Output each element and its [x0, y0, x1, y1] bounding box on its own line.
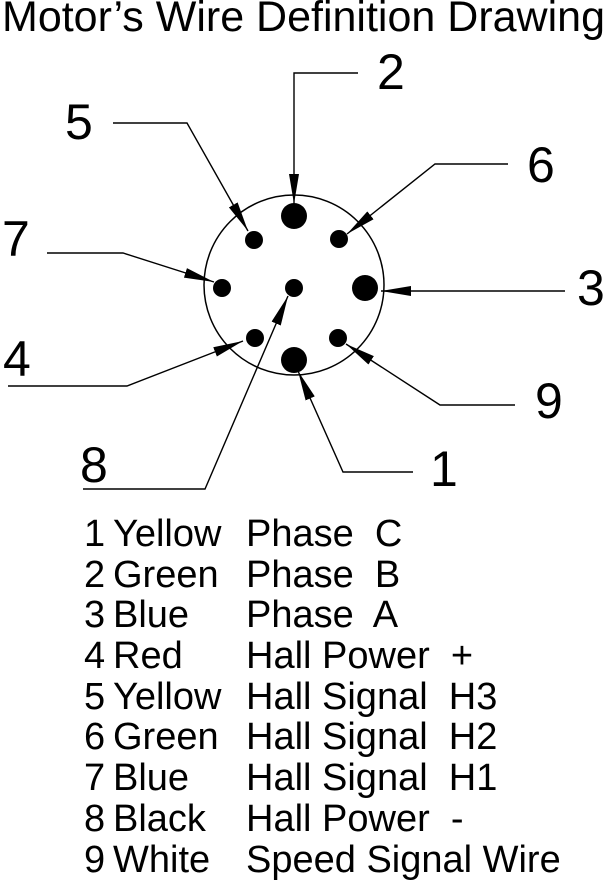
- leader-line-pin-5: [113, 122, 249, 232]
- pin-dot-3: [352, 275, 378, 301]
- legend-signal-name: Hall Signal H1: [246, 757, 498, 800]
- pin-number-label-4: 4: [3, 331, 31, 387]
- leader-line-pin-4: [8, 340, 244, 387]
- legend-pin-number: 6: [84, 716, 106, 759]
- leader-line-pin-9: [345, 343, 515, 406]
- pin-number-label-8: 8: [80, 437, 108, 493]
- legend-wire-color: Yellow: [113, 675, 222, 718]
- pin-number-label-3: 3: [577, 260, 605, 316]
- legend-pin-number: 5: [84, 675, 106, 718]
- legend-wire-color: Blue: [113, 757, 190, 800]
- legend-pin-number: 1: [84, 513, 106, 555]
- pin-dot-6: [330, 230, 348, 248]
- legend-signal-name: Phase C: [246, 513, 403, 555]
- pin-dot-5: [245, 231, 263, 249]
- pin-number-label-5: 5: [65, 94, 93, 150]
- connector-pinout-diagram: 1 2 3 4 5 6 7 8 9: [2, 44, 605, 497]
- leader-line-pin-1: [297, 370, 413, 473]
- legend-wire-color: Red: [113, 635, 183, 678]
- pin-dot-7: [213, 279, 231, 297]
- leader-line-pin-8: [83, 295, 289, 490]
- legend-signal-name: Speed Signal Wire: [246, 838, 561, 881]
- pin-dot-8: [285, 279, 303, 297]
- leader-line-pin-7: [47, 252, 215, 283]
- legend-wire-color: Blue: [113, 594, 190, 637]
- legend-wire-color: Yellow: [113, 513, 222, 555]
- legend-wire-color: White: [113, 838, 211, 881]
- pin-dot-2: [281, 203, 307, 229]
- legend-signal-name: Phase B: [246, 553, 401, 596]
- legend-pin-number: 2: [84, 553, 106, 596]
- leader-line-pin-6: [346, 163, 508, 235]
- legend-pin-number: 3: [84, 594, 106, 637]
- pin-number-label-6: 6: [527, 137, 555, 193]
- pin-number-label-2: 2: [377, 44, 405, 100]
- pin-number-label-9: 9: [535, 373, 563, 429]
- legend-pin-number: 8: [84, 797, 106, 840]
- legend-signal-name: Phase A: [246, 594, 399, 637]
- legend-wire-color: Green: [113, 553, 219, 596]
- leader-line-pin-2: [289, 72, 358, 204]
- legend-pin-number: 7: [84, 757, 106, 800]
- pin-number-label-1: 1: [430, 441, 458, 497]
- legend-wire-color: Green: [113, 716, 219, 759]
- page-title: Motor’s Wire Definition Drawing: [2, 0, 605, 41]
- pin-dot-9: [329, 329, 347, 347]
- legend-pin-number: 4: [84, 635, 106, 678]
- legend-signal-name: Hall Power -: [246, 797, 464, 840]
- legend-wire-color: Black: [113, 797, 206, 840]
- legend-signal-name: Hall Power +: [246, 635, 474, 678]
- pin-dot-1: [281, 347, 307, 373]
- legend-signal-name: Hall Signal H3: [246, 675, 498, 718]
- legend-pin-number: 9: [84, 838, 106, 881]
- pin-number-label-7: 7: [2, 211, 30, 267]
- legend-signal-name: Hall Signal H2: [246, 716, 498, 759]
- pin-dot-4: [246, 329, 264, 347]
